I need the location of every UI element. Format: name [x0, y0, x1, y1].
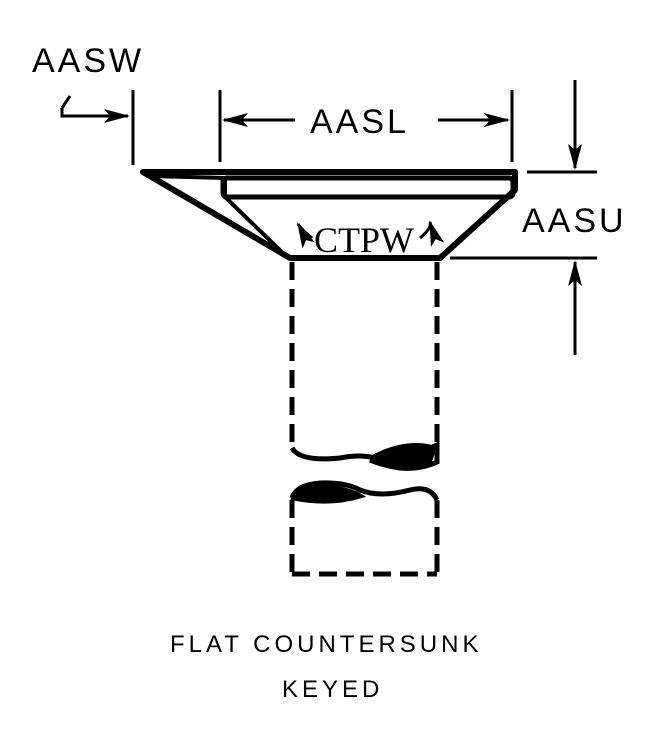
caption-line-1: FLAT COUNTERSUNK [170, 631, 482, 658]
break-symbol [289, 441, 440, 504]
shank [289, 262, 440, 577]
aasl-dimension [218, 90, 514, 162]
ctpw-arrows [296, 220, 445, 249]
aasu-dimension [450, 80, 597, 355]
caption-line-2: KEYED [282, 676, 383, 703]
aasl-label: AASL [310, 103, 409, 141]
ctpw-label: CTPW [314, 220, 414, 260]
aasw-label: AASW [32, 42, 144, 80]
aasw-dimension [60, 90, 133, 165]
aasu-label: AASU [522, 202, 627, 240]
countersunk-head [140, 169, 518, 261]
aasw-arrow [60, 96, 128, 116]
